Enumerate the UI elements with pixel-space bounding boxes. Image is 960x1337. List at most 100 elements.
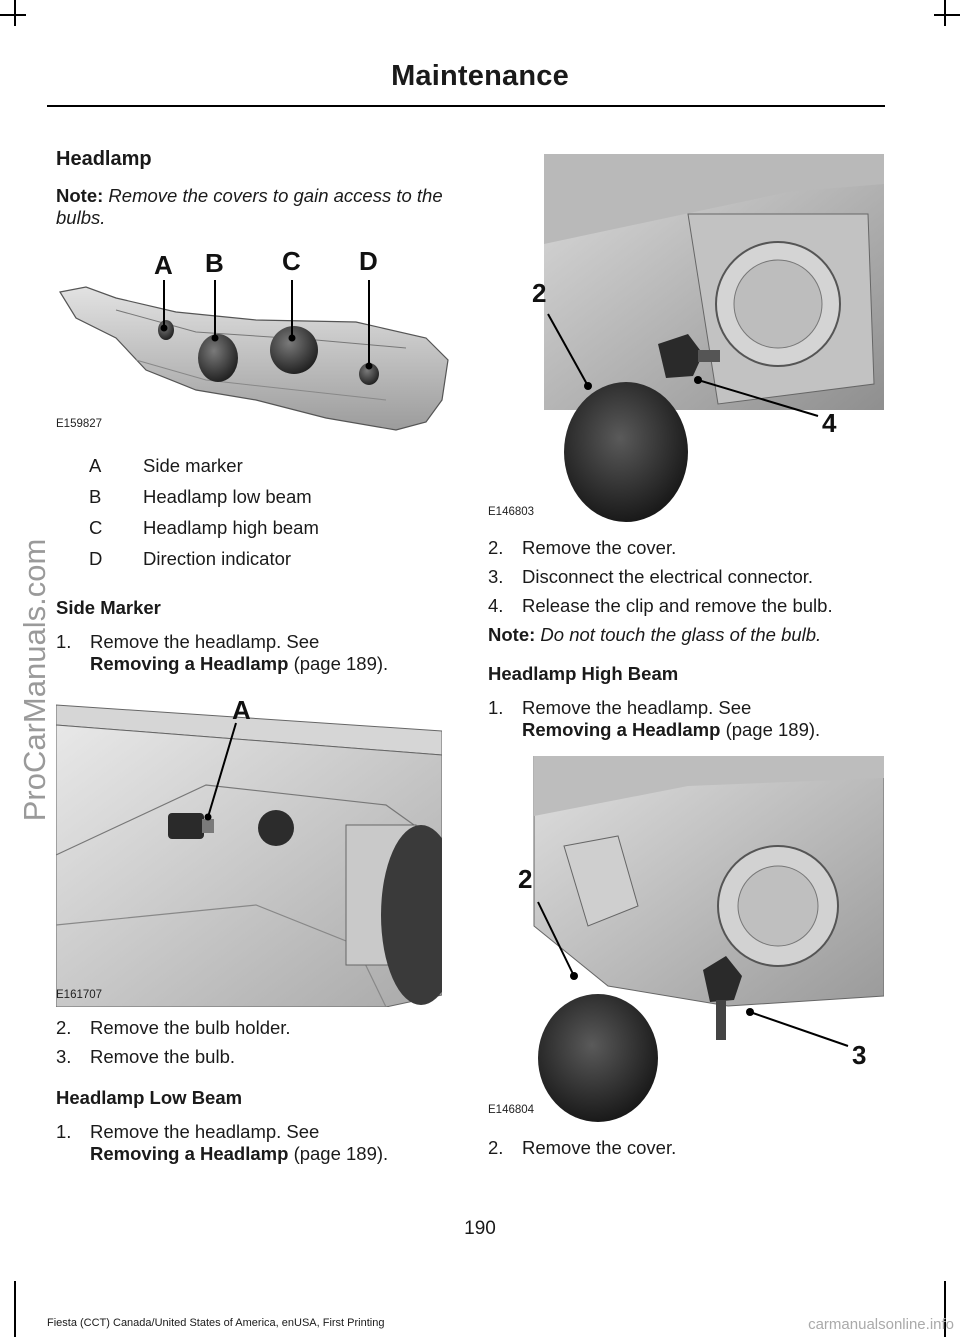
footer-text: Fiesta (CCT) Canada/United States of Ame… <box>47 1317 385 1329</box>
note-label: Note: <box>56 185 104 206</box>
reference-link-removing-headlamp[interactable]: Removing a Headlamp <box>522 719 721 740</box>
callout-b: B <box>205 248 224 278</box>
crop-mark-tr-h <box>934 14 960 16</box>
legend-row: D Direction indicator <box>89 548 449 579</box>
reference-link-removing-headlamp[interactable]: Removing a Headlamp <box>90 653 289 674</box>
step-text: Remove the cover. <box>522 1137 677 1158</box>
bottom-watermark: carmanualsonline.info <box>808 1316 954 1333</box>
legend-key: B <box>89 486 102 507</box>
step-number: 2. <box>488 537 504 558</box>
step-text-lead: Remove the headlamp. See <box>90 1121 320 1142</box>
step-item: 1. Remove the headlamp. See Removing a H… <box>488 697 884 743</box>
crop-mark-bl-v <box>14 1281 16 1337</box>
figure-code: E159827 <box>56 418 103 430</box>
callout-3: 3 <box>852 1040 867 1070</box>
crop-mark-br-v <box>944 1281 946 1337</box>
figure-code: E146803 <box>488 506 535 518</box>
headlamp-overview-illustration <box>59 280 449 431</box>
step-item: 2. Remove the cover. <box>488 537 884 561</box>
callout-a: A <box>154 250 173 280</box>
crop-mark-tr-v <box>944 0 946 26</box>
legend-key: D <box>89 548 103 569</box>
figure-low-beam-cover: 2 4 E146803 <box>488 154 884 522</box>
figure-side-marker: A E161707 <box>56 695 442 1007</box>
step-item: 3. Disconnect the electrical connector. <box>488 566 884 590</box>
legend-value: Headlamp low beam <box>143 486 312 507</box>
legend-row: B Headlamp low beam <box>89 486 449 517</box>
legend-value: Side marker <box>143 455 243 476</box>
step-number: 4. <box>488 595 504 616</box>
legend-value: Headlamp high beam <box>143 517 319 538</box>
figure-high-beam-cover: 2 3 E146804 <box>488 756 884 1122</box>
crop-mark-tl-h <box>0 14 26 16</box>
high-beam-bulb <box>703 956 742 1002</box>
low-beam-socket <box>198 334 238 382</box>
reference-page: (page 189). <box>293 653 389 674</box>
high-beam-cover-illustration <box>533 756 884 1122</box>
legend-value: Direction indicator <box>143 548 292 569</box>
high-beam-cover <box>538 994 658 1122</box>
step-item: 4. Release the clip and remove the bulb. <box>488 595 884 619</box>
step-text: Remove the headlamp. See Removing a Head… <box>90 631 450 675</box>
legend-row: A Side marker <box>89 455 449 486</box>
side-marker-bulb-holder <box>168 813 204 839</box>
reference-link-removing-headlamp[interactable]: Removing a Headlamp <box>90 1143 289 1164</box>
step-text: Remove the bulb. <box>90 1046 236 1067</box>
step-text: Remove the headlamp. See Removing a Head… <box>90 1121 450 1165</box>
step-number: 3. <box>488 566 504 587</box>
figure-headlamp-overview: A B C D E159827 <box>56 240 450 440</box>
step-item: 1. Remove the headlamp. See Removing a H… <box>56 631 450 677</box>
page-title: Maintenance <box>391 60 569 92</box>
step-item: 3. Remove the bulb. <box>56 1046 450 1070</box>
step-text: Remove the bulb holder. <box>90 1017 291 1038</box>
reference-page: (page 189). <box>725 719 821 740</box>
note-label: Note: <box>488 624 536 645</box>
low-beam-cover <box>564 382 688 522</box>
callout-4: 4 <box>822 408 837 438</box>
subsection-title-low-beam: Headlamp Low Beam <box>56 1087 243 1108</box>
cross-reference: Removing a Headlamp (page 189). <box>90 1143 388 1164</box>
step-text: Remove the headlamp. See Removing a Head… <box>522 697 884 741</box>
side-marker-cover <box>258 810 294 846</box>
step-number: 1. <box>56 631 72 652</box>
legend-key: A <box>89 455 102 476</box>
page-number: 190 <box>464 1218 496 1239</box>
callout-2: 2 <box>518 864 533 894</box>
step-text-lead: Remove the headlamp. See <box>90 631 320 652</box>
side-marker-illustration <box>56 695 442 1007</box>
legend-row: C Headlamp high beam <box>89 517 449 548</box>
step-item: 1. Remove the headlamp. See Removing a H… <box>56 1121 450 1167</box>
step-number: 2. <box>488 1137 504 1158</box>
crop-mark-tl-v <box>14 0 16 26</box>
section-title-headlamp: Headlamp <box>56 148 152 170</box>
callout-2: 2 <box>532 278 547 308</box>
side-watermark-text: ProCarManuals.com <box>17 538 52 822</box>
note-covers: Note: Remove the covers to gain access t… <box>56 185 448 229</box>
step-number: 3. <box>56 1046 72 1067</box>
step-text: Disconnect the electrical connector. <box>522 566 814 587</box>
callout-d: D <box>359 246 378 276</box>
step-number: 2. <box>56 1017 72 1038</box>
note-glass: Note: Do not touch the glass of the bulb… <box>488 624 884 646</box>
step-item: 2. Remove the bulb holder. <box>56 1017 450 1041</box>
header-divider <box>47 105 885 107</box>
step-text: Remove the cover. <box>522 537 677 558</box>
cross-reference: Removing a Headlamp (page 189). <box>90 653 388 674</box>
low-beam-bulb <box>658 334 703 378</box>
subsection-title-high-beam: Headlamp High Beam <box>488 663 679 684</box>
step-item: 2. Remove the cover. <box>488 1137 884 1161</box>
callout-a: A <box>232 695 251 725</box>
figure-code: E161707 <box>56 989 103 1001</box>
indicator-socket <box>359 363 379 385</box>
note-text: Remove the covers to gain access to the … <box>56 185 443 228</box>
step-number: 1. <box>56 1121 72 1142</box>
cross-reference: Removing a Headlamp (page 189). <box>522 719 820 740</box>
high-beam-socket <box>270 326 318 374</box>
callout-c: C <box>282 246 301 276</box>
note-text: Do not touch the glass of the bulb. <box>540 624 822 645</box>
legend-key: C <box>89 517 103 538</box>
low-beam-cover-illustration <box>544 154 884 522</box>
step-text: Release the clip and remove the bulb. <box>522 595 833 616</box>
step-text-lead: Remove the headlamp. See <box>522 697 752 718</box>
figure-code: E146804 <box>488 1104 535 1116</box>
